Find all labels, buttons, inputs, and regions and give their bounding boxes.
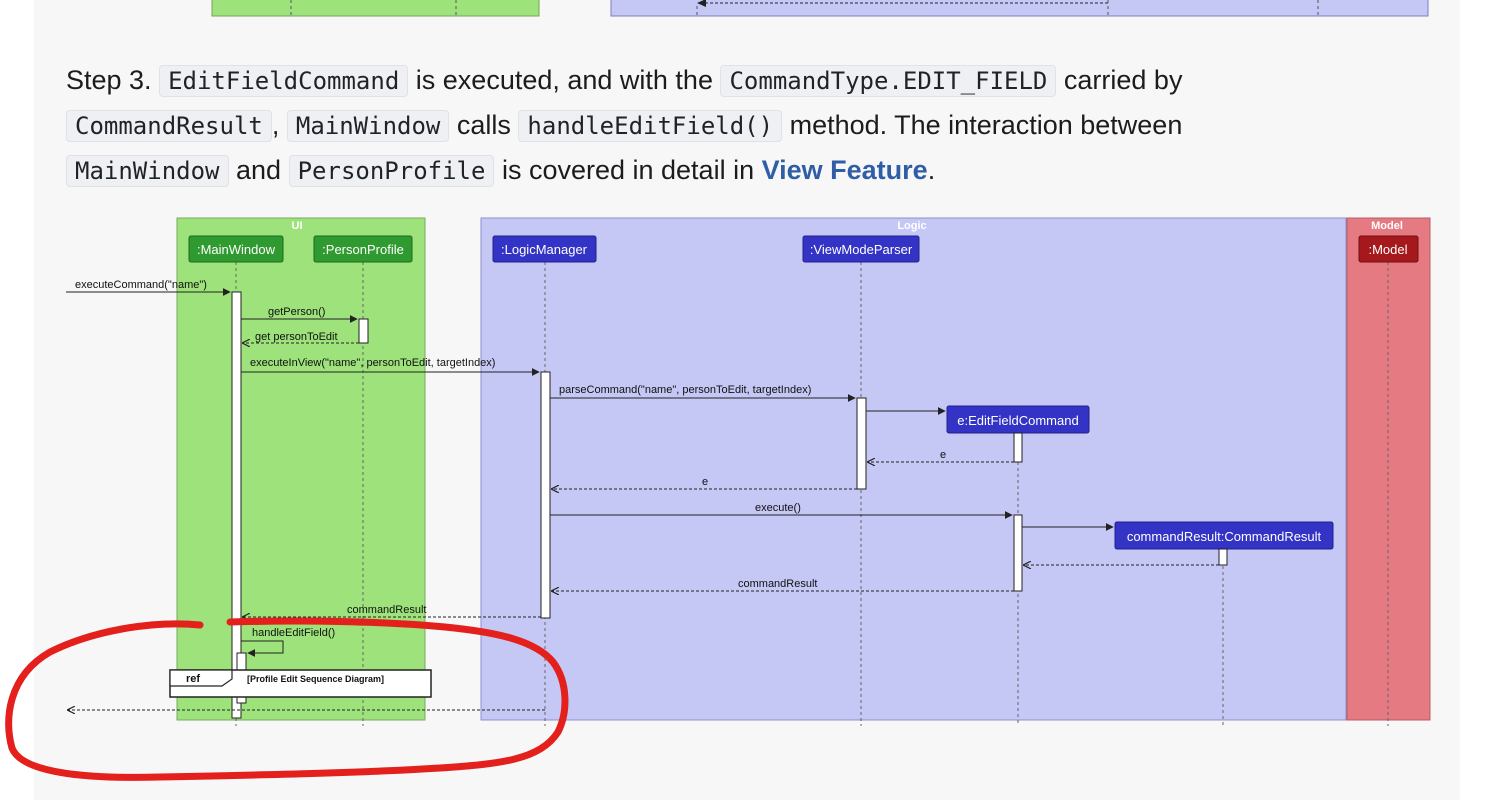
participant-model-box [1358,235,1419,263]
red-highlight-annotation [5,617,569,781]
participant-logic-manager-box [492,235,597,263]
activation-edit-field-command-2 [1013,514,1023,592]
text-and: and [236,155,282,185]
participant-main-window-box [188,235,284,263]
top-cropped-diagram [211,0,1429,17]
activation-edit-field-command-1 [1013,432,1023,463]
ui-box-label: UI [292,220,303,232]
participant-logic-manager: :LogicManager [501,242,588,257]
text-method: method. The interaction between [789,110,1183,140]
text-covered: is covered in detail in [501,155,755,185]
activation-person-profile [358,318,369,344]
ref-tag-label: ref [186,673,200,685]
msg-handle-edit-field: handleEditField() [252,627,335,639]
participant-model: :Model [1368,242,1407,257]
msg-execute-command: executeCommand("name") [75,279,207,291]
participant-main-window: :MainWindow [197,242,276,257]
participant-edit-field-command: e:EditFieldCommand [957,413,1078,428]
text-is-executed: is executed, and with the [415,65,713,95]
text-carried-by: carried by [1063,65,1183,95]
ref-frame-tag [169,669,233,687]
step-label: Step 3. [66,65,152,95]
msg-parse-command: parseCommand("name", personToEdit, targe… [559,384,811,396]
arrow-handle-edit-field-self [241,640,284,657]
participant-view-mode-parser: :ViewModeParser [810,242,913,257]
msg-return-command-result-3: commandResult [347,604,426,616]
code-main-window: MainWindow [286,110,450,142]
msg-get-person-to-edit: get personToEdit [255,331,338,343]
ui-box [176,217,426,721]
msg-execute-in-view: executeInView("name", personToEdit, targ… [250,357,495,369]
text-comma: , [271,110,280,140]
participant-view-mode-parser-box [802,235,920,263]
code-main-window-2: MainWindow [66,155,229,187]
msg-return-e-2: e [702,476,708,488]
view-feature-link[interactable]: View Feature [761,155,928,185]
top-ui-box-fragment [211,0,540,17]
msg-execute: execute() [755,502,801,514]
activation-logic-manager [540,371,551,619]
logic-box [480,217,1347,721]
participant-person-profile: :PersonProfile [322,242,404,257]
msg-return-e-1: e [940,449,946,461]
code-edit-field-command: EditFieldCommand [159,65,409,97]
text-period: . [927,155,936,185]
code-handle-edit-field: handleEditField() [518,110,783,142]
ref-label: [Profile Edit Sequence Diagram] [247,674,384,684]
text-calls: calls [456,110,511,140]
participant-person-profile-box [313,235,413,263]
msg-return-command-result-2: commandResult [738,578,817,590]
model-box-label: Model [1371,220,1403,232]
logic-box-label: Logic [897,220,926,232]
msg-get-person: getPerson() [268,306,325,318]
code-command-type: CommandType.EDIT_FIELD [720,65,1057,97]
top-logic-box-fragment [610,0,1429,17]
code-person-profile: PersonProfile [288,155,495,187]
activation-command-result [1218,548,1228,566]
activation-view-mode-parser [856,397,867,490]
participant-command-result: commandResult:CommandResult [1127,529,1322,544]
top-arrowhead [697,0,706,7]
activation-main-window [231,291,242,719]
code-command-result: CommandResult [66,110,272,142]
step-3-paragraph: Step 3. EditFieldCommand is executed, an… [66,58,1366,193]
